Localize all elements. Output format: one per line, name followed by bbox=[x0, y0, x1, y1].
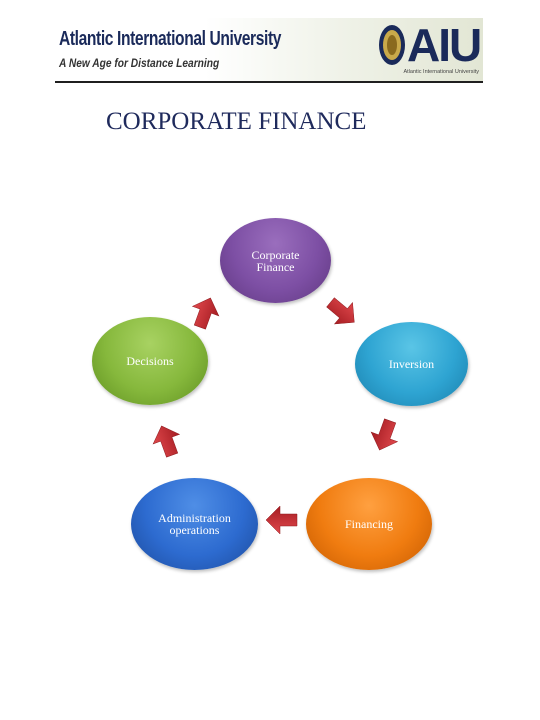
node-label-line2: Finance bbox=[256, 259, 295, 274]
header-banner: Atlantic International University A New … bbox=[55, 18, 483, 81]
university-name: Atlantic International University bbox=[59, 28, 282, 50]
node-decisions: Decisions bbox=[92, 317, 208, 405]
logo-emblem-icon bbox=[379, 25, 405, 65]
node-label-line1: Corporate bbox=[251, 247, 300, 262]
arrow-top-to-right bbox=[326, 297, 355, 325]
arrow-right-to-bottom bbox=[370, 418, 399, 451]
node-label: Inversion bbox=[388, 357, 435, 371]
node-corporate-finance: Corporate Finance bbox=[220, 218, 331, 303]
tagline: A New Age for Distance Learning bbox=[59, 56, 220, 70]
logo-subtitle: Atlantic International University bbox=[403, 69, 479, 75]
node-label: Financing bbox=[345, 517, 393, 531]
node-label: Decisions bbox=[126, 354, 174, 368]
node-administration-operations: Administration operations bbox=[131, 478, 258, 570]
page-title: CORPORATE FINANCE bbox=[106, 108, 367, 135]
node-label-line2: operations bbox=[169, 523, 220, 537]
node-label-line1: Administration bbox=[158, 511, 231, 525]
arrow-bottom-left-to-left bbox=[152, 425, 181, 458]
arrow-bottom-right-to-left bbox=[265, 505, 298, 535]
logo-text: AIU bbox=[407, 19, 482, 71]
header-divider bbox=[55, 81, 483, 83]
node-financing: Financing bbox=[306, 478, 432, 570]
node-inversion: Inversion bbox=[355, 322, 468, 406]
arrow-left-to-top bbox=[191, 297, 220, 330]
